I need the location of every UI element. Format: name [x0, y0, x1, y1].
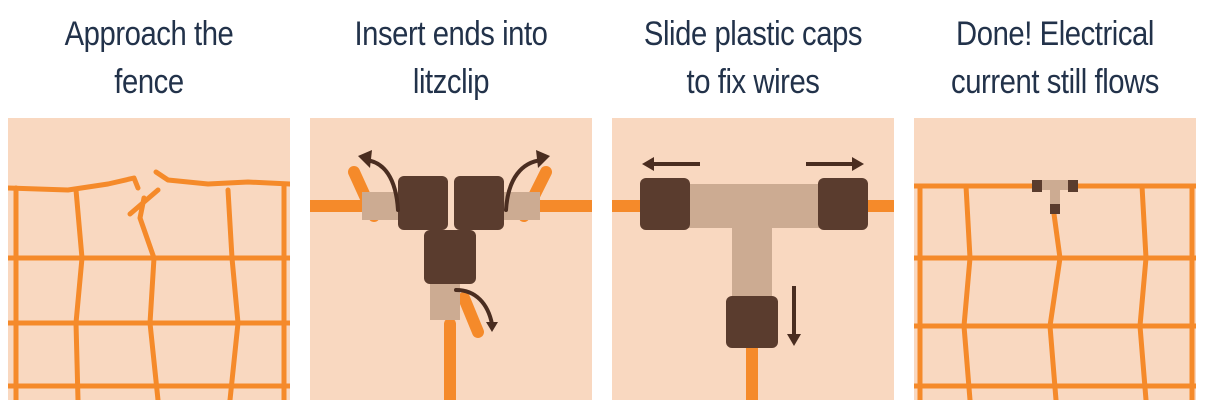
fence-post-wire: [961, 183, 973, 400]
arrowhead-right: [852, 157, 864, 171]
rotate-arrow-bottom: [454, 288, 494, 326]
step-slide-caps: Slide plastic caps to fix wires: [612, 0, 894, 411]
fence-post-wire: [1137, 183, 1149, 400]
insert-wires-illustration: [310, 150, 592, 400]
arrowhead-bottom: [486, 322, 498, 332]
cap-bottom: [424, 230, 476, 284]
fence-post-wire: [137, 195, 161, 400]
arrowhead-left: [358, 150, 372, 168]
cap-right: [454, 176, 504, 230]
step-title: Slide plastic caps to fix wires: [643, 15, 863, 101]
fence-broken-end: [127, 187, 161, 217]
arrowhead-left: [642, 157, 654, 171]
step-title: Approach the fence: [64, 15, 234, 101]
step-approach: Approach the fence: [8, 0, 290, 411]
mini-cap-bottom: [1050, 204, 1060, 214]
step-illustration: [310, 118, 592, 400]
cap-right: [818, 178, 868, 230]
step-done: Done! Electrical current still flows: [914, 0, 1196, 411]
step-insert: Insert ends into litzclip: [310, 0, 592, 411]
rope-bottom-end: [458, 292, 484, 338]
repaired-fence-illustration: [914, 180, 1196, 400]
arrowhead-down: [787, 334, 801, 346]
mini-cap-right: [1068, 180, 1078, 192]
fence-wire: [153, 169, 290, 187]
cap-left: [398, 176, 448, 230]
broken-fence-illustration: [8, 169, 290, 400]
step-title: Insert ends into litzclip: [354, 15, 548, 101]
rotate-arrow-left: [364, 158, 400, 212]
slide-caps-illustration: [612, 157, 894, 400]
cap-bottom: [726, 296, 778, 348]
step-title: Done! Electrical current still flows: [951, 15, 1159, 101]
fence-wire: [8, 175, 141, 193]
step-illustration: [612, 118, 894, 400]
cap-left: [640, 178, 690, 230]
arrowhead-right: [536, 150, 550, 168]
step-illustration: [914, 118, 1196, 400]
mini-clip-bar: [1036, 180, 1076, 190]
fence-post-wire: [1047, 211, 1063, 400]
fence-post-wire: [73, 187, 85, 400]
step-illustration: [8, 118, 290, 400]
rotate-arrow-right: [504, 158, 544, 212]
mini-cap-left: [1032, 180, 1042, 192]
fence-post-wire: [225, 187, 241, 400]
mini-clip-stem: [1050, 188, 1060, 206]
